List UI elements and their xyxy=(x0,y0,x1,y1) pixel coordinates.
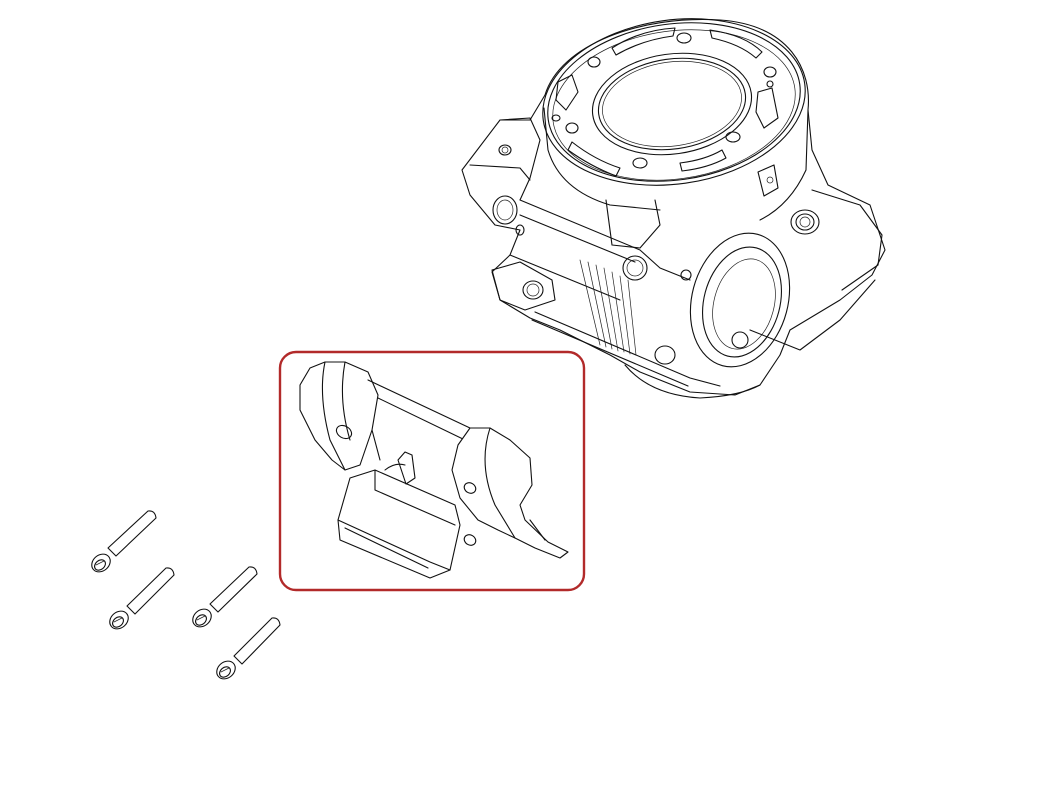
cylinder-fins xyxy=(579,259,637,356)
highlight-box xyxy=(278,350,586,592)
bolt-set xyxy=(91,510,281,680)
bolt-1 xyxy=(91,510,157,573)
bolt-3 xyxy=(192,566,258,628)
cylinder-part xyxy=(461,18,886,399)
bolt-2 xyxy=(109,567,175,630)
cylinder-stud-holes xyxy=(551,32,777,169)
exhaust-valve-housing-part xyxy=(299,361,569,579)
bolt-4 xyxy=(216,617,281,680)
